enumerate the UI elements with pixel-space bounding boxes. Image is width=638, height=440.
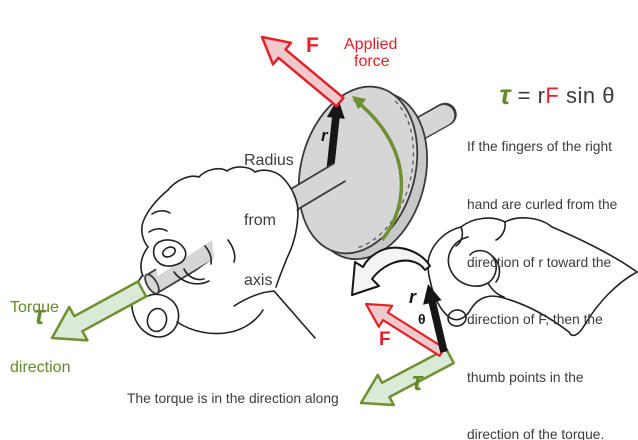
force-symbol-right: F [379,329,391,350]
axle-end-cap [144,273,160,295]
bottom-caption: The torque is in the direction along the… [127,391,342,440]
force-symbol-top: F [306,34,319,57]
spin-direction-arc [352,96,404,242]
tau-symbol-left: τ [34,300,45,330]
radius-arrow [326,98,345,173]
tau-symbol-right: τ [412,366,423,396]
force-arrow-right [364,302,446,357]
flywheel-disc [297,85,429,261]
equation-tau: τ [499,80,511,110]
radius-label: Radius from axis [244,152,294,289]
radius-symbol-right: r [409,287,417,307]
right-hand-fist [427,217,638,337]
applied-force-label-line1: Applied [344,36,398,53]
gripping-hand [131,166,316,345]
torque-arrow-left [50,280,148,342]
equation-force: F [545,83,560,108]
torque-direction-label: Torque direction [10,299,71,376]
applied-force-label-line2: force [354,53,390,70]
right-hand-rule-text: If the fingers of the right hand are cur… [467,139,618,440]
torque-equation: τ = rF sin θ [499,80,615,110]
radius-symbol-top: r [321,126,328,145]
theta-symbol: θ [418,311,426,327]
radius-arrow-right [423,284,448,353]
torque-arrow-right [359,347,455,407]
applied-force-arrow [260,35,345,108]
curl-arrow [351,246,431,296]
